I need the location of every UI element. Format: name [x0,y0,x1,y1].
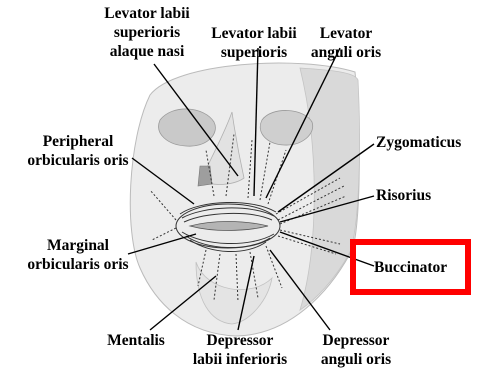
right-eye-socket [260,110,312,145]
label-depressor-labii-inferioris: Depressor labii inferioris [193,331,287,369]
label-levator-labii-superioris: Levator labii superioris [211,24,296,62]
label-peripheral-orbicularis-oris: Peripheral orbicularis oris [27,132,128,170]
label-line: orbicularis oris [27,151,128,170]
label-line: orbicularis oris [27,255,128,274]
label-line: anguli oris [311,43,381,62]
label-levator-labii-superioris-alaque-nasi: Levator labii superioris alaque nasi [104,4,189,61]
label-zygomaticus: Zygomaticus [376,133,461,152]
label-line: Depressor [193,331,287,350]
label-buccinator: Buccinator [374,258,447,277]
label-line: superioris [211,43,296,62]
label-line: anguli oris [321,350,391,369]
label-line: Levator labii [211,24,296,43]
label-mentalis: Mentalis [107,331,165,350]
label-line: labii inferioris [193,350,287,369]
label-depressor-anguli-oris: Depressor anguli oris [321,331,391,369]
label-line: alaque nasi [104,42,189,61]
nostril [198,166,212,186]
label-levator-anguli-oris: Levator anguli oris [311,24,381,62]
left-eye-socket [159,109,216,146]
label-line: Levator [311,24,381,43]
label-line: Marginal [27,236,128,255]
label-line: superioris [104,23,189,42]
label-risorius: Risorius [376,186,431,205]
label-line: Levator labii [104,4,189,23]
label-marginal-orbicularis-oris: Marginal orbicularis oris [27,236,128,274]
label-line: Depressor [321,331,391,350]
label-line: Peripheral [27,132,128,151]
